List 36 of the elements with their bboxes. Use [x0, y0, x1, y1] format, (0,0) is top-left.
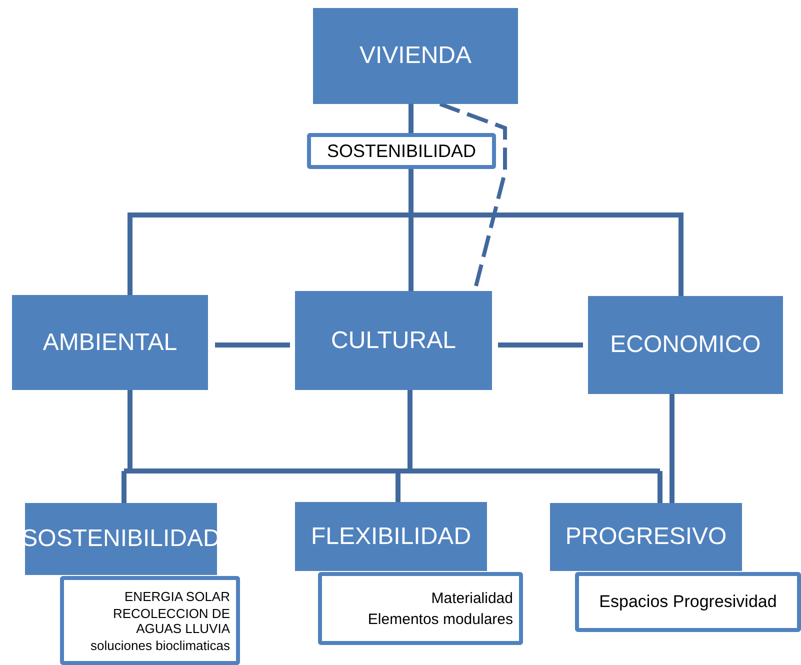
- dashed-connector: [439, 102, 507, 286]
- connector-line: [408, 104, 414, 133]
- bus-line: [124, 468, 660, 474]
- node-text: VIVIENDA: [359, 42, 472, 70]
- subcategory-box: [25, 503, 217, 575]
- node-text: SOSTENIBILIDAD: [22, 525, 220, 553]
- connector-line: [658, 471, 662, 503]
- node-text: AMBIENTAL: [42, 328, 178, 356]
- category-box: [588, 296, 783, 394]
- node-text: Materialidad: [431, 590, 513, 606]
- label-box: [307, 133, 496, 169]
- node-text: RECOLECCION DE AGUAS LLUVIA: [112, 606, 230, 636]
- detail-box: [318, 572, 523, 645]
- connector-line: [215, 342, 290, 348]
- node-text: FLEXIBILIDAD: [310, 522, 472, 550]
- connector-line: [122, 471, 126, 503]
- node-text: ECONOMICO: [610, 331, 761, 359]
- node-text: Espacios Progresividad: [599, 592, 777, 612]
- connector-line: [408, 390, 412, 471]
- connector-line: [670, 394, 674, 503]
- main-box: [313, 8, 518, 104]
- subcategory-box: [295, 502, 487, 571]
- connector-line: [396, 471, 400, 502]
- subcategory-box: [550, 503, 742, 571]
- node-text: CULTURAL: [331, 326, 456, 354]
- category-box: [295, 291, 492, 390]
- connector-line: [128, 390, 132, 471]
- node-text: ENERGIA SOLAR: [124, 588, 230, 604]
- detail-box: [575, 572, 801, 632]
- category-box: [12, 295, 208, 390]
- node-text: Elementos modulares: [368, 610, 513, 628]
- node-text: PROGRESIVO: [565, 523, 727, 551]
- connector-line: [498, 342, 583, 348]
- node-text: soluciones bioclimaticas: [90, 638, 230, 652]
- detail-box: [60, 576, 240, 665]
- node-text: SOSTENIBILIDAD: [326, 140, 476, 162]
